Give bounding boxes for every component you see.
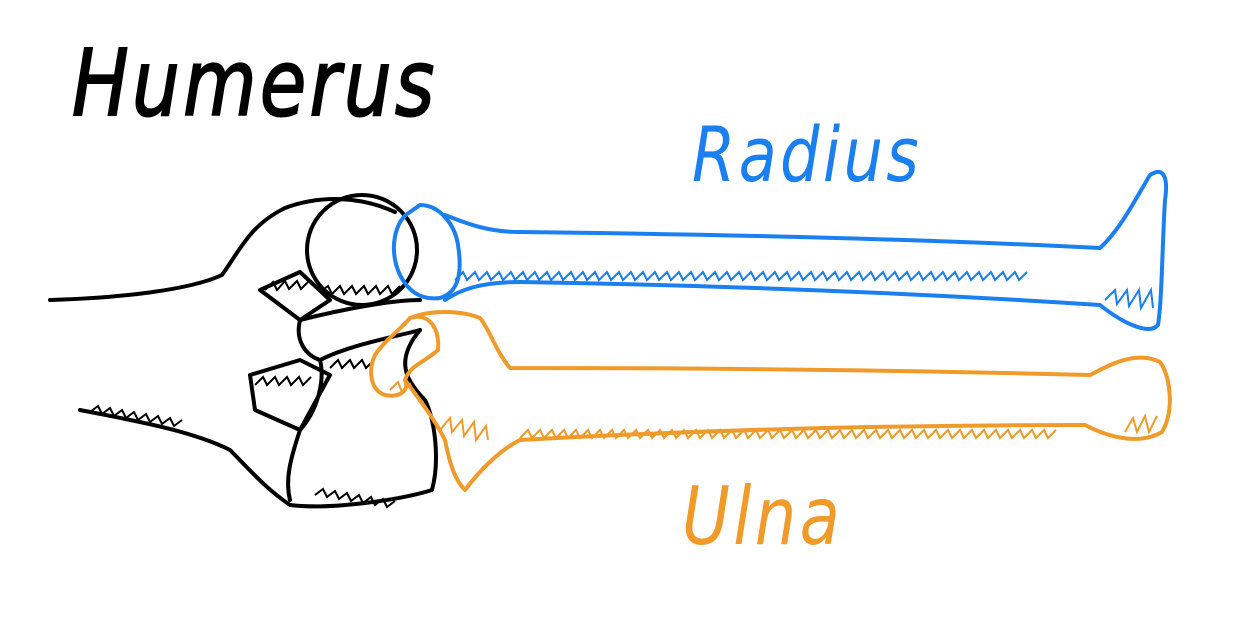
radius-hatching (454, 270, 1154, 312)
ulna-bone (369, 310, 1172, 492)
radius-bone (391, 169, 1169, 331)
humerus-bone (48, 193, 438, 509)
humerus-hatching (89, 279, 401, 509)
humerus-label: Humerus (71, 29, 438, 138)
radius-label: Radius (692, 110, 923, 199)
ulna-label: Ulna (682, 470, 844, 563)
ulna-hatching (389, 380, 1158, 443)
